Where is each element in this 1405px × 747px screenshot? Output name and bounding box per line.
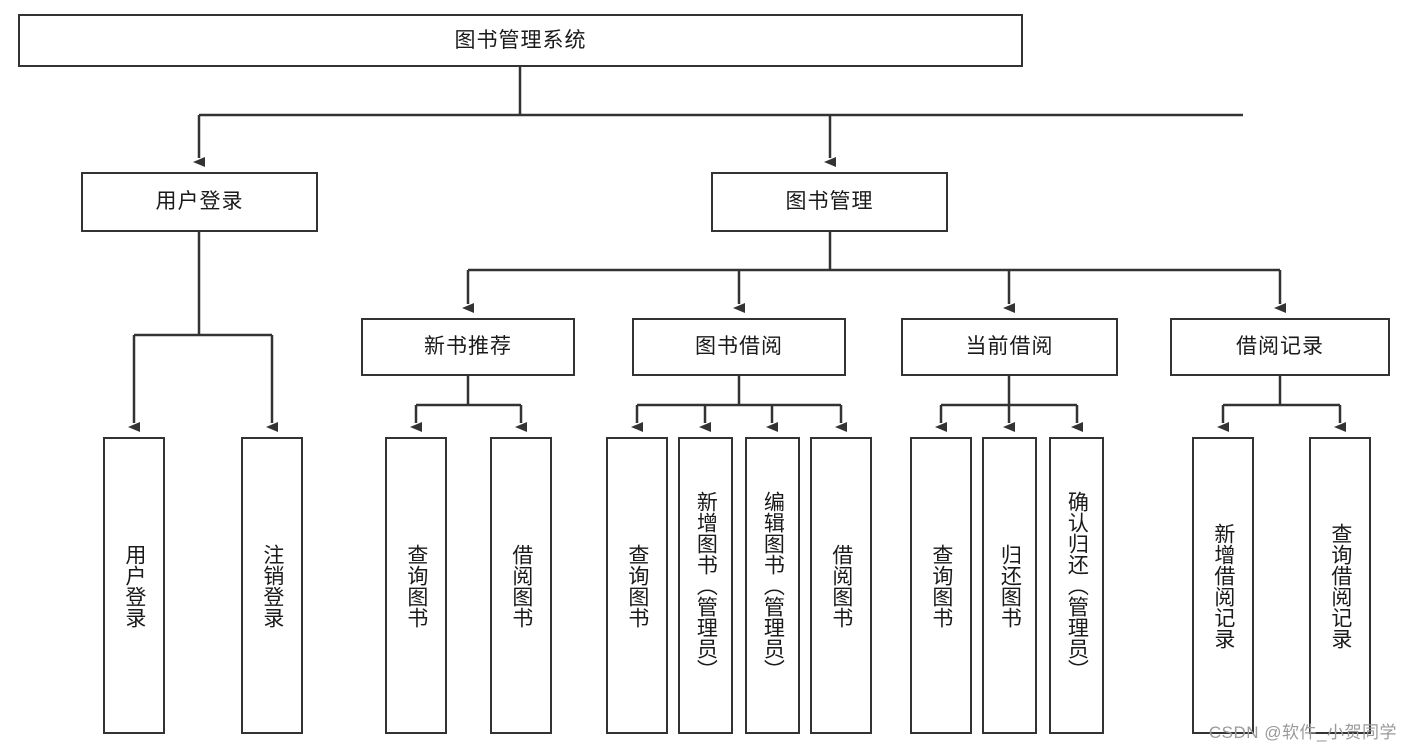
node-book-borrow[interactable]: 图书借阅: [632, 318, 846, 376]
leaf-logout[interactable]: 注销登录: [241, 437, 303, 734]
node-label: 查询借阅记录: [1328, 522, 1352, 649]
leaf-query-record[interactable]: 查询借阅记录: [1309, 437, 1371, 734]
leaf-user-login[interactable]: 用户登录: [103, 437, 165, 734]
node-label: 注销登录: [260, 543, 284, 628]
node-label: 查询图书: [625, 543, 649, 628]
node-label: 用户登录: [155, 190, 244, 214]
leaf-borrow-book-1[interactable]: 借阅图书: [490, 437, 552, 734]
leaf-confirm-return[interactable]: 确认归还（管理员）: [1049, 437, 1104, 734]
leaf-add-record[interactable]: 新增借阅记录: [1192, 437, 1254, 734]
leaf-query-book-2[interactable]: 查询图书: [606, 437, 668, 734]
node-label: 新增图书（管理员）: [694, 491, 718, 680]
node-label: 借阅图书: [509, 543, 533, 628]
csdn-watermark: CSDN @软件_小贺同学: [1208, 723, 1397, 742]
node-label: 确认归还（管理员）: [1065, 491, 1089, 680]
node-label: 用户登录: [122, 543, 146, 628]
node-label: 图书管理: [785, 190, 874, 214]
node-current-borrow[interactable]: 当前借阅: [901, 318, 1118, 376]
node-label: 查询图书: [404, 543, 428, 628]
leaf-edit-book[interactable]: 编辑图书（管理员）: [745, 437, 800, 734]
node-label: 查询图书: [929, 543, 953, 628]
node-book-manage[interactable]: 图书管理: [711, 172, 948, 232]
leaf-return-book[interactable]: 归还图书: [982, 437, 1037, 734]
node-borrow-record[interactable]: 借阅记录: [1170, 318, 1390, 376]
node-label: 新增借阅记录: [1211, 522, 1235, 649]
node-label: 编辑图书（管理员）: [761, 491, 785, 680]
node-label: 图书管理系统: [454, 28, 587, 52]
node-label: 当前借阅: [965, 335, 1054, 359]
leaf-borrow-book-2[interactable]: 借阅图书: [810, 437, 872, 734]
node-label: 归还图书: [998, 543, 1022, 628]
node-root-book-management-system[interactable]: 图书管理系统: [18, 14, 1023, 67]
leaf-query-book-3[interactable]: 查询图书: [910, 437, 972, 734]
leaf-add-book[interactable]: 新增图书（管理员）: [678, 437, 733, 734]
node-label: 图书借阅: [695, 335, 783, 359]
node-label: 借阅图书: [829, 543, 853, 628]
leaf-query-book-1[interactable]: 查询图书: [385, 437, 447, 734]
node-label: 借阅记录: [1236, 335, 1324, 359]
node-label: 新书推荐: [424, 335, 512, 359]
node-user-login[interactable]: 用户登录: [81, 172, 318, 232]
node-new-book-rec[interactable]: 新书推荐: [361, 318, 575, 376]
